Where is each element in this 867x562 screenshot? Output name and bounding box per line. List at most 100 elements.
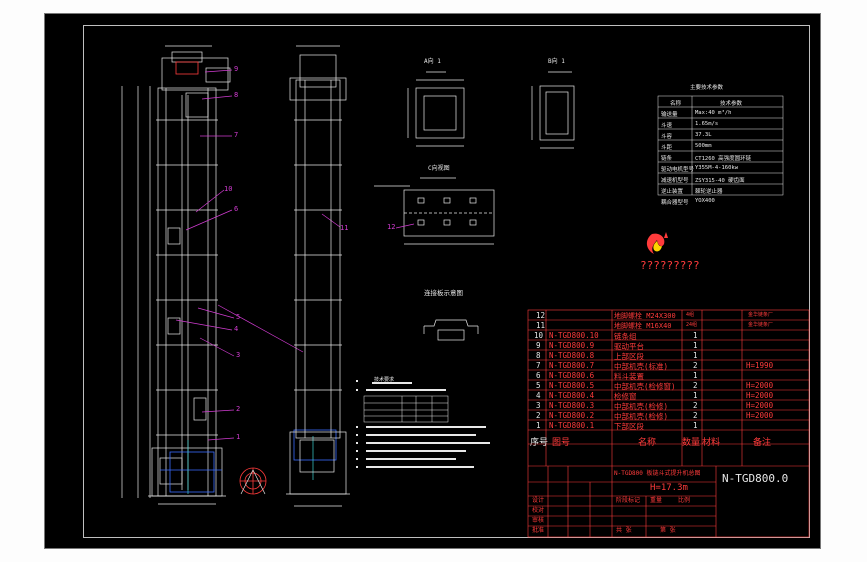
section-a-title: A向 1 [424, 58, 441, 65]
part-drawing-no: N-TGD800.2 [549, 411, 595, 420]
part-index: 3 [536, 401, 541, 410]
parts-row-1: 1 N-TGD800.1 下部区段 1 [528, 420, 809, 431]
part-index: 12 [536, 311, 546, 320]
tech-param: 斗速 [661, 123, 673, 129]
callout-10: 10 [224, 185, 233, 193]
callout-1: 1 [236, 433, 241, 441]
callout-12: 12 [387, 223, 396, 231]
parts-row-7: 7 N-TGD800.7 中部机壳(标准) 2 H=1990 [528, 360, 809, 371]
tech-param: 链条 [661, 156, 673, 162]
part-drawing-no: N-TGD800.5 [549, 381, 595, 390]
tb-label-stage: 阶段标记 [616, 497, 641, 504]
parts-header-row: 序号 图号 名称 数量 材料 备注 [528, 434, 809, 448]
part-index: 2 [536, 411, 541, 420]
drawing-name: N-TGD800 板链斗式提升机总图 [614, 470, 701, 477]
part-qty: 1 [693, 341, 698, 350]
part-index: 11 [536, 321, 546, 330]
parts-row-2: 2 N-TGD800.2 中部机壳(检修) 2 H=2000 [528, 410, 809, 421]
part-remark: H=1990 [746, 361, 774, 370]
tech-header-row: 名称 技术参数 [658, 96, 783, 107]
elevator-height: H=17.3m [650, 483, 688, 493]
part-name: 上部区段 [614, 352, 644, 361]
part-qty: 2 [693, 411, 698, 420]
connection-plate-title: 连接板示意图 [424, 289, 463, 297]
parts-row-5: 5 N-TGD800.5 中部机壳(检修窗) 2 H=2000 [528, 380, 809, 391]
callout-11: 11 [340, 224, 349, 232]
part-qty: 1 [693, 351, 698, 360]
parts-row-8: 8 N-TGD800.8 上部区段 1 [528, 350, 809, 361]
tb-label-design: 设计 [532, 497, 545, 504]
drawing-border [83, 25, 810, 538]
part-qty: 1 [693, 391, 698, 400]
tb-label-sheets: 共 张 [616, 527, 632, 534]
part-remark: H=2000 [746, 411, 774, 420]
tech-value: 棘轮逆止器 [695, 189, 723, 195]
part-drawing-no: N-TGD800.1 [549, 421, 595, 430]
tb-label-review: 审核 [532, 517, 545, 524]
part-qty: 1 [693, 371, 698, 380]
tech-param: 斗容 [661, 134, 673, 140]
parts-row-10: 10 N-TGD800.10 链条组 1 [528, 330, 809, 341]
part-qty: 4组 [686, 312, 695, 318]
part-remark: 金华链条厂 [748, 312, 774, 318]
side-casing [295, 79, 341, 439]
tech-param: 输送量 [661, 112, 678, 118]
parts-row-3: 3 N-TGD800.3 中部机壳(检修) 2 H=2000 [528, 400, 809, 411]
callout-8: 8 [234, 91, 239, 99]
header-drawing-no: 图号 [552, 438, 571, 448]
part-name: 料斗装置 [614, 372, 644, 381]
part-drawing-no: N-TGD800.3 [549, 401, 595, 410]
logo-flame [646, 232, 668, 254]
tb-label-sheet-no: 第 张 [660, 527, 676, 534]
tech-header-name: 名称 [670, 101, 682, 107]
tb-label-weight: 重量 [650, 497, 663, 504]
header-index: 序号 [530, 438, 549, 448]
part-qty: 24组 [686, 322, 698, 328]
part-index: 4 [536, 391, 541, 400]
logo-caption: ????????? [640, 259, 700, 272]
parts-row-6: 6 N-TGD800.6 料斗装置 1 [528, 370, 809, 381]
callout-9: 9 [234, 65, 239, 73]
tech-value: Y355M-4-160kw [695, 165, 739, 171]
tech-param: 驱动电机型号 [661, 167, 695, 173]
tech-param: 逆止装置 [661, 189, 684, 195]
tech-value: YOX400 [695, 198, 715, 204]
drawing-number: N-TGD800.0 [722, 472, 789, 485]
part-name: 地脚螺栓 M16X40 [614, 322, 672, 330]
tech-value: CT1260 高强度圆环链 [695, 156, 752, 162]
parts-row-9: 9 N-TGD800.9 驱动平台 1 [528, 340, 809, 351]
parts-row-12: 12 地脚螺栓 M24X300 4组 金华链条厂 [528, 310, 809, 320]
section-b-title: B向 1 [548, 58, 565, 65]
part-index: 5 [536, 381, 541, 390]
part-drawing-no: N-TGD800.9 [549, 341, 595, 350]
tech-param: 减速机型号 [661, 178, 689, 184]
header-material: 材料 [702, 438, 721, 448]
part-index: 9 [536, 341, 541, 350]
part-name: 中部机壳(标准) [614, 362, 669, 371]
tb-label-scale: 比例 [678, 497, 691, 504]
part-name: 中部机壳(检修窗) [614, 382, 676, 391]
tech-param: 斗距 [661, 145, 673, 151]
part-drawing-no: N-TGD800.4 [549, 391, 595, 400]
tech-value: ZSY315-40 硬齿面 [695, 178, 745, 184]
part-name: 地脚螺栓 M24X300 [614, 312, 676, 320]
part-qty: 2 [693, 381, 698, 390]
part-qty: 1 [693, 331, 698, 340]
section-c-title: C向视图 [428, 165, 450, 172]
parts-row-11: 11 地脚螺栓 M16X40 24组 金华链条厂 [528, 320, 809, 330]
part-name: 中部机壳(检修) [614, 412, 669, 421]
tb-label-check: 校对 [532, 507, 545, 514]
part-name: 中部机壳(检修) [614, 402, 669, 411]
parts-list: 12 地脚螺栓 M24X300 4组 金华链条厂 11 地脚螺栓 M16X40 … [528, 310, 809, 537]
part-drawing-no: N-TGD800.7 [549, 361, 595, 370]
tech-row: 减速机型号 ZSY315-40 硬齿面 [658, 173, 783, 184]
part-drawing-no: N-TGD800.10 [549, 331, 599, 340]
part-name: 下部区段 [614, 422, 644, 431]
callout-5: 5 [236, 313, 241, 321]
part-index: 1 [536, 421, 541, 430]
header-qty: 数量 [682, 438, 701, 448]
